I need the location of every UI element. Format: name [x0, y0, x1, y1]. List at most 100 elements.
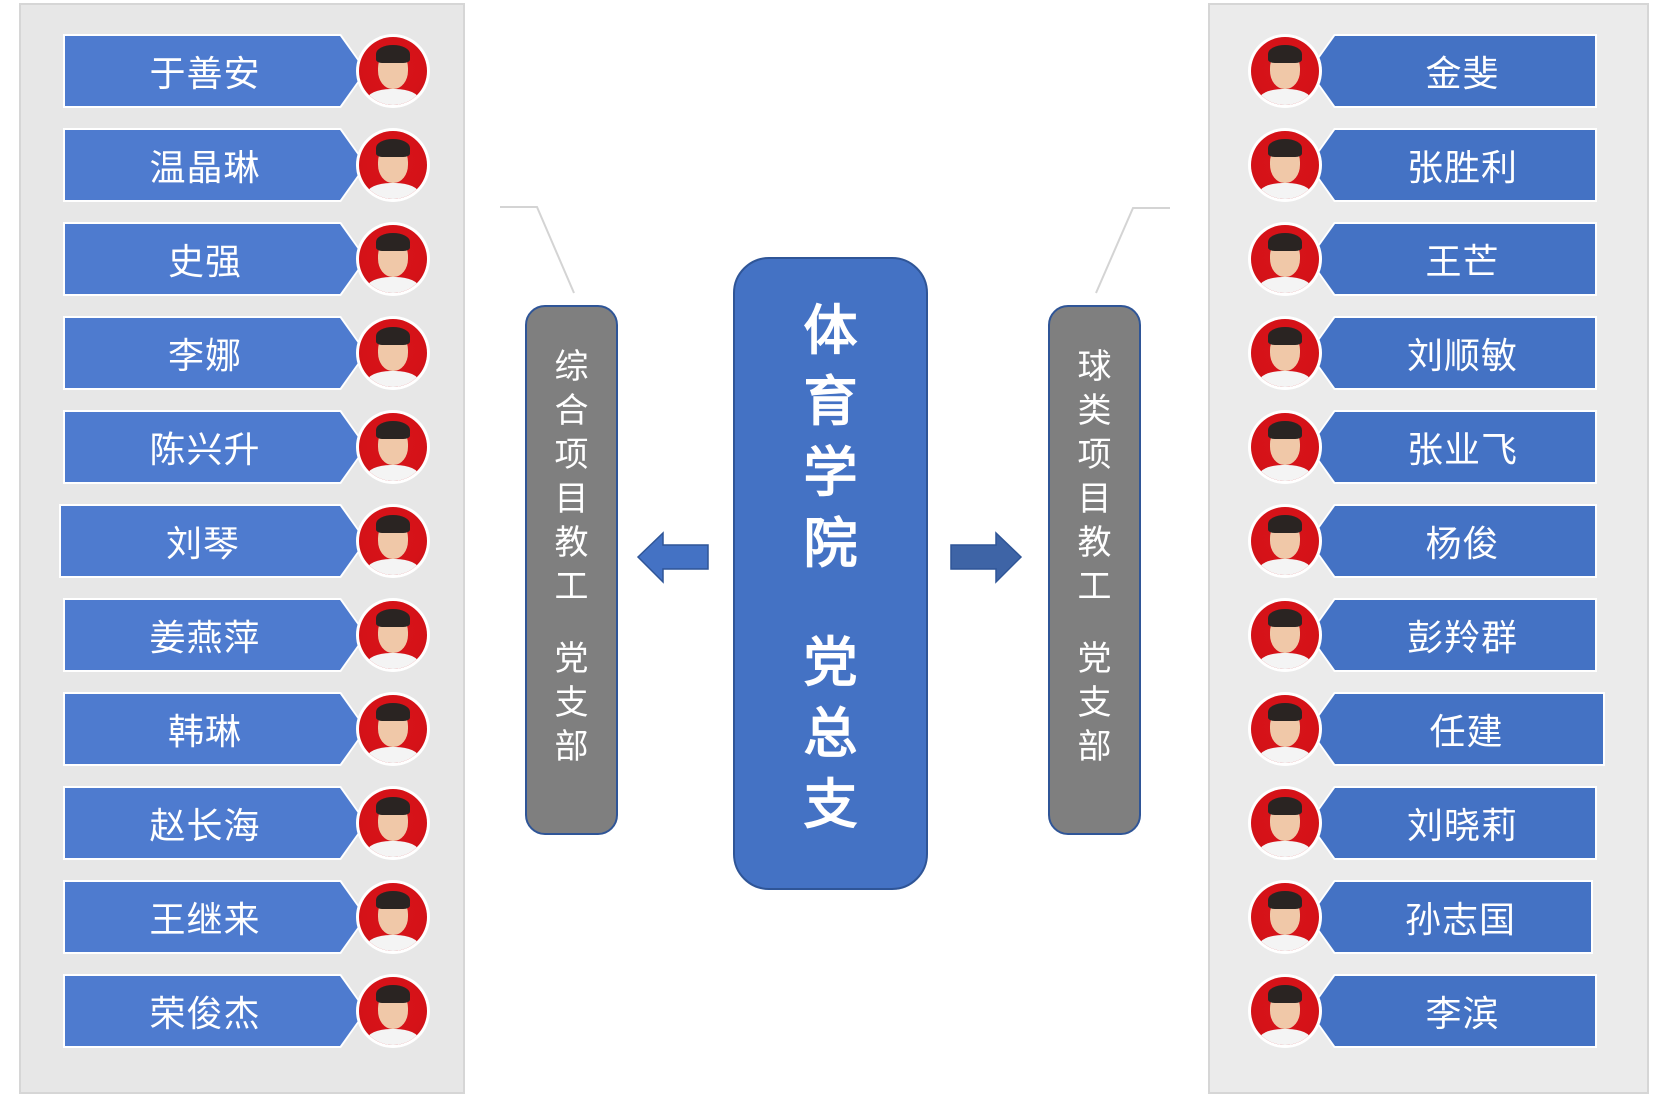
name-banner: 李娜 — [63, 316, 367, 390]
right-branch-subtitle: 党支部 — [1078, 637, 1112, 769]
char: 球 — [1077, 347, 1112, 387]
member-name: 王继来 — [65, 882, 365, 952]
char: 体 — [803, 299, 858, 362]
avatar — [356, 692, 430, 766]
avatar — [1248, 692, 1322, 766]
portrait-photo — [1251, 695, 1319, 763]
char: 党 — [1077, 639, 1112, 679]
name-banner: 赵长海 — [63, 786, 367, 860]
char: 教 — [554, 523, 589, 563]
avatar — [1248, 598, 1322, 672]
portrait-photo — [1251, 413, 1319, 481]
char: 项 — [554, 435, 589, 475]
member-name: 金斐 — [1310, 36, 1595, 106]
member-name: 李娜 — [65, 318, 365, 388]
name-banner: 金斐 — [1308, 34, 1597, 108]
char: 总 — [803, 702, 858, 765]
portrait-photo — [1251, 789, 1319, 857]
avatar — [1248, 222, 1322, 296]
member-row: 王芒 — [0, 222, 1656, 296]
right-arrow-icon — [950, 531, 1023, 584]
name-banner: 史强 — [63, 222, 367, 296]
char: 合 — [554, 391, 589, 431]
portrait-photo — [1251, 977, 1319, 1045]
member-name: 荣俊杰 — [65, 976, 365, 1046]
member-row: 于善安 — [0, 34, 1656, 108]
avatar — [356, 222, 430, 296]
center-subtitle: 党总支 — [804, 627, 858, 840]
avatar — [356, 34, 430, 108]
member-name: 孙志国 — [1310, 882, 1591, 952]
member-name: 刘顺敏 — [1310, 318, 1595, 388]
member-name: 李滨 — [1310, 976, 1595, 1046]
char: 项 — [1077, 435, 1112, 475]
member-name: 于善安 — [65, 36, 365, 106]
char: 目 — [1077, 479, 1112, 519]
member-row: 彭羚群 — [0, 598, 1656, 672]
name-banner: 王继来 — [63, 880, 367, 954]
name-banner: 李滨 — [1308, 974, 1597, 1048]
left-branch-subtitle: 党支部 — [555, 637, 589, 769]
name-banner: 温晶琳 — [63, 128, 367, 202]
portrait-photo — [359, 601, 427, 669]
portrait-photo — [1251, 37, 1319, 105]
avatar — [1248, 974, 1322, 1048]
avatar — [1248, 504, 1322, 578]
char: 育 — [803, 370, 858, 433]
member-row: 孙志国 — [0, 880, 1656, 954]
char: 综 — [554, 347, 589, 387]
member-name: 王芒 — [1310, 224, 1595, 294]
name-banner: 张胜利 — [1308, 128, 1597, 202]
portrait-photo — [1251, 883, 1319, 951]
center-box: 体育学院 党总支 — [733, 257, 928, 890]
portrait-photo — [359, 319, 427, 387]
right-branch-box: 球类项目教工 党支部 — [1048, 305, 1141, 835]
name-banner: 韩琳 — [63, 692, 367, 766]
name-banner: 彭羚群 — [1308, 598, 1597, 672]
left-leader-line — [500, 206, 575, 294]
char: 支 — [1077, 683, 1112, 723]
avatar — [1248, 316, 1322, 390]
avatar — [1248, 128, 1322, 202]
name-banner: 姜燕萍 — [63, 598, 367, 672]
member-row: 张业飞 — [0, 410, 1656, 484]
char: 类 — [1077, 391, 1112, 431]
member-row: 荣俊杰 — [0, 974, 1656, 1048]
left-branch-box: 综合项目教工 党支部 — [525, 305, 618, 835]
name-banner: 刘顺敏 — [1308, 316, 1597, 390]
member-name: 温晶琳 — [65, 130, 365, 200]
member-row: 史强 — [0, 222, 1656, 296]
member-row: 王继来 — [0, 880, 1656, 954]
avatar — [356, 974, 430, 1048]
avatar — [1248, 786, 1322, 860]
name-banner: 张业飞 — [1308, 410, 1597, 484]
avatar — [356, 880, 430, 954]
char: 支 — [803, 773, 858, 836]
portrait-photo — [359, 131, 427, 199]
avatar — [1248, 34, 1322, 108]
avatar — [356, 786, 430, 860]
name-banner: 任建 — [1308, 692, 1605, 766]
left-branch-title: 综合项目教工 — [555, 345, 589, 609]
portrait-photo — [359, 225, 427, 293]
member-name: 刘琴 — [61, 506, 365, 576]
avatar — [356, 504, 430, 578]
portrait-photo — [359, 789, 427, 857]
left-arrow-icon — [636, 531, 709, 584]
member-name: 彭羚群 — [1310, 600, 1595, 670]
char: 支 — [554, 683, 589, 723]
char: 党 — [803, 631, 858, 694]
member-name: 陈兴升 — [65, 412, 365, 482]
name-banner: 孙志国 — [1308, 880, 1593, 954]
member-name: 张胜利 — [1310, 130, 1595, 200]
member-row: 李娜 — [0, 316, 1656, 390]
name-banner: 于善安 — [63, 34, 367, 108]
avatar — [1248, 880, 1322, 954]
member-row: 张胜利 — [0, 128, 1656, 202]
avatar — [1248, 410, 1322, 484]
char: 目 — [554, 479, 589, 519]
avatar — [356, 598, 430, 672]
portrait-photo — [1251, 507, 1319, 575]
member-name: 刘晓莉 — [1310, 788, 1595, 858]
